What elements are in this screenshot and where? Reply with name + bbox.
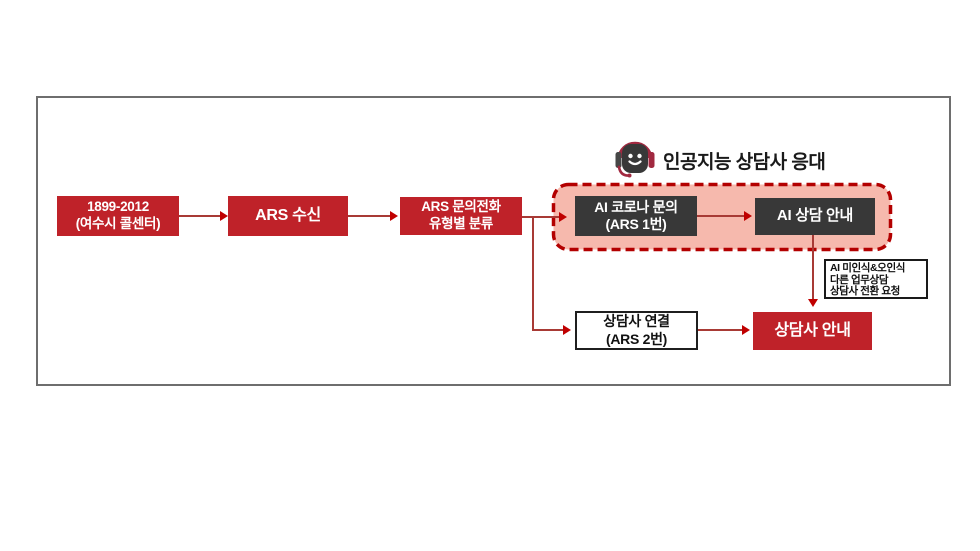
branch-vertical-line [532,216,534,331]
arrow-receive-to-classify-head [390,211,398,221]
node-ai-corona: AI 코로나 문의 (ARS 1번) [575,196,697,236]
arrow-connect-to-guide-head [742,325,750,335]
robot-headset-icon [609,135,661,183]
node-ai-corona-line2: (ARS 1번) [605,216,667,232]
arrow-callcenter-to-receive-head [220,211,228,221]
node-ars-classify: ARS 문의전화 유형별 분류 [400,197,522,235]
node-ai-corona-line1: AI 코로나 문의 [594,198,678,215]
arrow-callcenter-to-receive-line [179,215,221,217]
node-ars-receive: ARS 수신 [228,196,348,236]
transfer-note-box: AI 미인식&오인식 다른 업무상담 상담사 전환 요청 [824,259,928,299]
node-ars-receive-label: ARS 수신 [255,207,321,224]
node-counselor-connect: 상담사 연결 (ARS 2번) [575,311,698,350]
arrow-receive-to-classify-line [348,215,391,217]
arrow-ai-to-counselor-head [808,299,818,307]
node-counselor-connect-line2: (ARS 2번) [605,330,668,347]
node-counselor-connect-line1: 상담사 연결 [603,313,670,329]
node-callcenter-line2: (여수시 콜센터) [75,216,161,231]
node-counselor-guide-label: 상담사 안내 [774,322,851,339]
arrow-branch-to-connect-head [563,325,571,335]
node-ars-classify-line2: 유형별 분류 [428,216,494,231]
arrow-classify-to-ai-line [522,216,560,218]
node-ars-classify-line1: ARS 문의전화 [421,199,501,215]
node-counselor-guide: 상담사 안내 [753,312,872,350]
arrow-corona-to-guide-head [744,211,752,221]
arrow-branch-to-connect-line [532,329,564,331]
transfer-note-line2: 다른 업무상담 [830,273,889,286]
arrow-ai-to-counselor-line [812,235,814,299]
arrow-connect-to-guide-line [698,329,743,331]
arrow-corona-to-guide-line [697,215,745,217]
node-ai-guide: AI 상담 안내 [755,198,875,235]
transfer-note-line3: 상담사 전환 요청 [830,285,900,297]
arrow-classify-to-ai-head [559,212,567,222]
node-callcenter-line1: 1899-2012 [87,199,149,215]
node-callcenter: 1899-2012 (여수시 콜센터) [57,196,179,236]
transfer-note-line1: AI 미인식&오인식 [830,262,905,274]
node-ai-guide-label: AI 상담 안내 [776,207,854,225]
ai-section-heading: 인공지능 상담사 응대 [663,152,826,173]
